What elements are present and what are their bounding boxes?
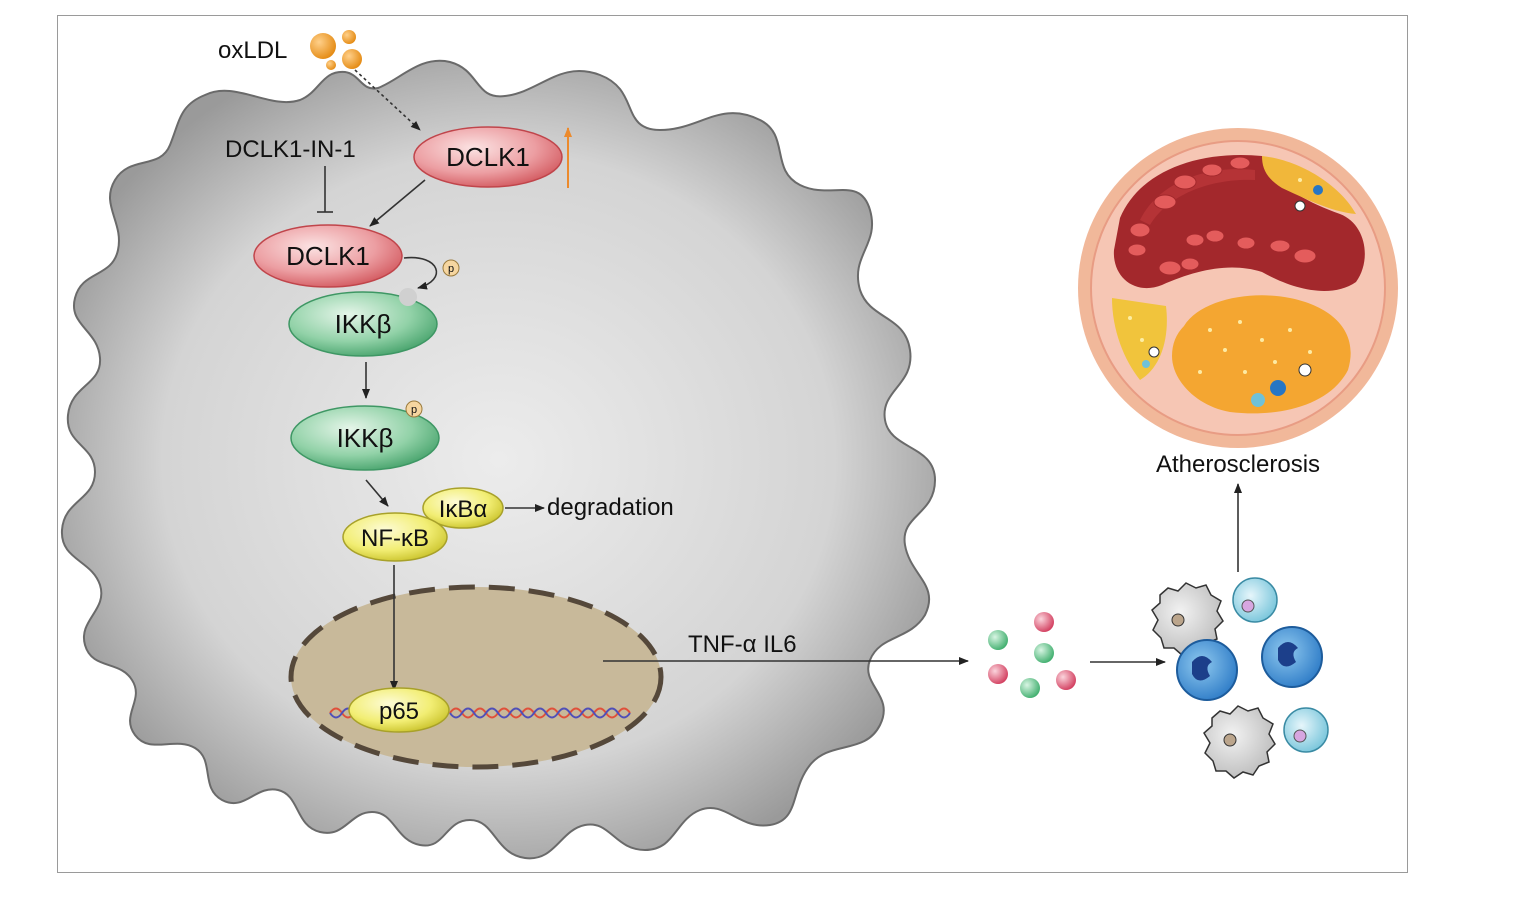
phospho-badge-2	[405, 400, 423, 418]
dclk1-node-lower	[253, 224, 403, 288]
nfkb-label: NF-κB	[361, 525, 429, 552]
ikkb-to-nfkb-arrow	[365, 479, 389, 507]
phospho-badge-1	[442, 259, 460, 277]
dclk1-lower-label: DCLK1	[286, 241, 370, 271]
ikkb-node	[288, 291, 438, 357]
inhibition-line	[317, 166, 333, 213]
phospho-ikkb-label: IKKβ	[337, 423, 394, 453]
cytokine-particles	[988, 612, 1076, 698]
phospho-ikkb-node	[290, 405, 440, 471]
phosphorylation-arrow	[403, 256, 438, 290]
phospho-label-1: p	[448, 263, 454, 275]
oxldl-to-dclk1-arrow	[354, 69, 421, 131]
atherosclerosis-label: Atherosclerosis	[1156, 451, 1320, 478]
dclk1-node-upper	[413, 126, 563, 188]
dclk1-activation-arrow	[369, 179, 426, 227]
binding-site	[399, 288, 417, 306]
p65-label: p65	[379, 698, 419, 725]
ikkb-label: IKKβ	[335, 309, 392, 339]
dclk1-upper-label: DCLK1	[446, 142, 530, 172]
ikba-node	[422, 487, 504, 529]
cytokine-label: TNF-α IL6	[688, 631, 797, 658]
nucleus	[288, 584, 664, 770]
nfkb-node	[342, 512, 448, 562]
immune-cells	[1151, 577, 1329, 779]
inhibitor-label: DCLK1-IN-1	[225, 136, 356, 163]
ikba-label: IκBα	[439, 496, 488, 523]
oxldl-particles	[310, 30, 362, 70]
phospho-label-2: p	[411, 404, 417, 416]
artery-cross-section	[1078, 128, 1398, 448]
degradation-label: degradation	[547, 494, 674, 521]
p65-node	[348, 687, 450, 733]
oxldl-label: oxLDL	[218, 37, 287, 64]
